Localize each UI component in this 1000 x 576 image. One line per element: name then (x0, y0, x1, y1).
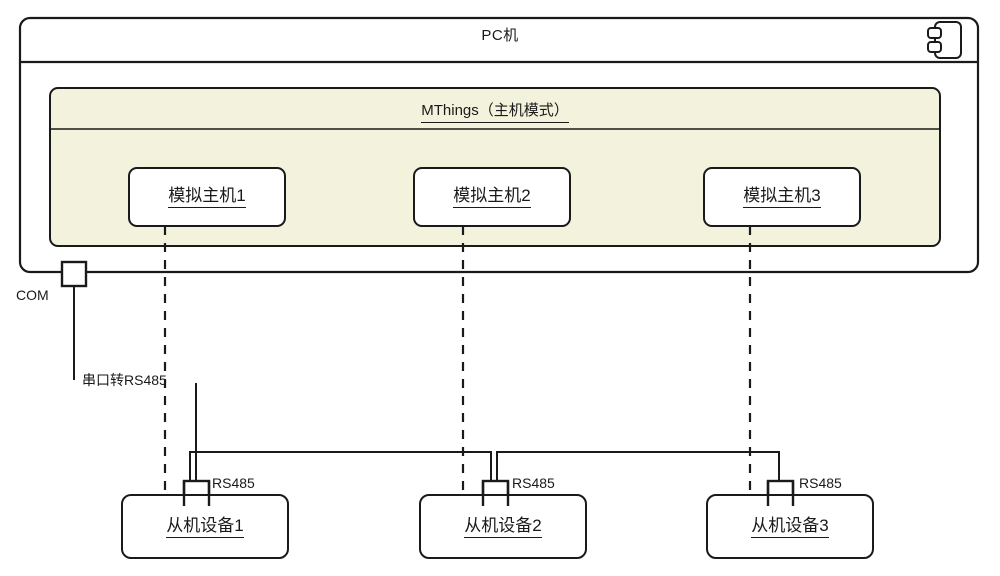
slave-device-label-3: 从机设备3 (707, 516, 873, 539)
virtual-host-box-2[interactable] (413, 167, 571, 227)
virtual-host-label-1: 模拟主机1 (129, 186, 285, 209)
slave-device-box-1[interactable] (121, 494, 289, 559)
com-port-square (60, 260, 88, 288)
slave-device-box-2[interactable] (419, 494, 587, 559)
com-port-label: COM (16, 287, 49, 303)
rs485-bus-segment-2-3 (496, 451, 780, 482)
slave-device-label-1: 从机设备1 (122, 516, 288, 539)
virtual-host-box-1[interactable] (128, 167, 286, 227)
virtual-host-label-text-1: 模拟主机1 (168, 186, 246, 208)
uml-component-icon (927, 21, 962, 59)
rs485-port-label-1: RS485 (212, 475, 255, 491)
virtual-host-label-3: 模拟主机3 (704, 186, 860, 209)
rs485-port-label-3: RS485 (799, 475, 842, 491)
rs485-port-label-2: RS485 (512, 475, 555, 491)
slave-device-label-text-2: 从机设备2 (464, 516, 542, 538)
serial-to-rs485-converter-label: 串口转RS485 (82, 372, 167, 388)
virtual-host-box-3[interactable] (703, 167, 861, 227)
virtual-host-label-2: 模拟主机2 (414, 186, 570, 209)
rs485-bus-segment-1-2 (189, 451, 492, 482)
slave-device-box-3[interactable] (706, 494, 874, 559)
slave-device-label-2: 从机设备2 (420, 516, 586, 539)
slave-device-label-text-1: 从机设备1 (166, 516, 244, 538)
virtual-host-label-text-2: 模拟主机2 (453, 186, 531, 208)
mthings-title-text: MThings（主机模式） (421, 102, 569, 123)
mthings-title: MThings（主机模式） (50, 102, 940, 123)
virtual-host-label-text-3: 模拟主机3 (743, 186, 821, 208)
pc-container-title: PC机 (481, 27, 519, 44)
slave-device-label-text-3: 从机设备3 (751, 516, 829, 538)
